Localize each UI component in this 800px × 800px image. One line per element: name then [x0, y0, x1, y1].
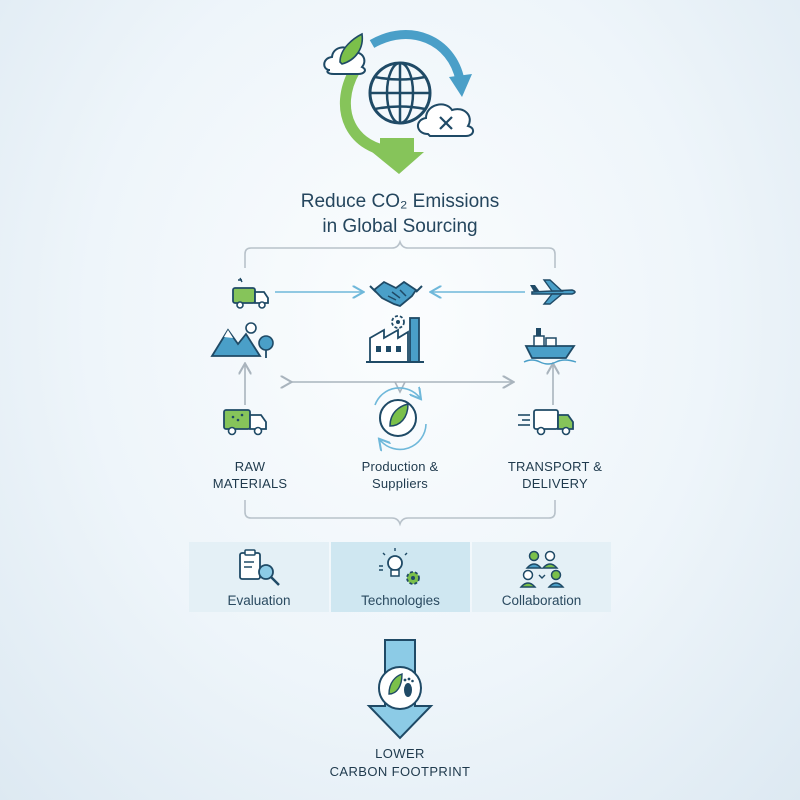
flow-arrows	[245, 292, 553, 405]
airplane-icon	[530, 279, 576, 305]
globe-icon	[368, 61, 432, 125]
stage-label-production: Production & Suppliers	[361, 459, 439, 491]
clipboard-magnifier-icon	[239, 549, 280, 586]
card-label-collaboration: Collaboration	[501, 593, 582, 608]
stage-label-transport: TRANSPORT & DELIVERY	[507, 459, 603, 491]
footprint-leaf-icon	[378, 666, 422, 710]
emission-cloud-icon	[417, 103, 474, 137]
strategy-cards	[189, 542, 611, 612]
title-line-1: Reduce CO₂ Emissions	[300, 191, 500, 212]
bottom-bracket	[244, 500, 556, 527]
handshake-icon	[369, 280, 423, 308]
globe-cycle-icon	[323, 30, 474, 174]
page-title: Reduce CO₂ Emissions in Global Sourcing	[200, 189, 600, 239]
cargo-truck-icon	[223, 409, 267, 436]
stage-label-raw-materials: RAW MATERIALS	[212, 459, 288, 491]
outcome-label: LOWER CARBON FOOTPRINT	[329, 746, 471, 779]
card-technologies	[331, 542, 470, 612]
eco-cycle-icon	[374, 388, 427, 449]
delivery-van-icon	[232, 277, 269, 309]
factory-icon	[366, 315, 424, 363]
title-line-2: in Global Sourcing	[322, 216, 478, 237]
cargo-ship-icon	[523, 328, 577, 365]
card-label-evaluation: Evaluation	[227, 593, 291, 608]
team-icon	[519, 550, 565, 588]
mountains-tree-icon	[210, 322, 274, 358]
leaf-cloud-icon	[323, 32, 366, 75]
lightbulb-gear-icon	[379, 548, 420, 585]
card-label-technologies: Technologies	[361, 593, 440, 608]
fast-truck-icon	[518, 409, 574, 436]
top-bracket	[244, 239, 556, 268]
